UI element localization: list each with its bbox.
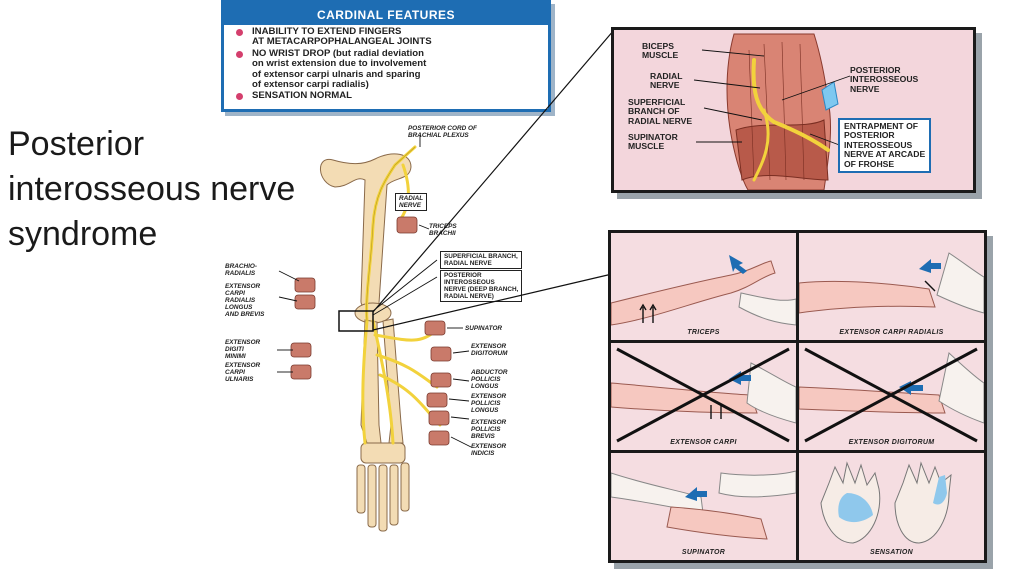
inset-label-entrapment: ENTRAPMENT OF POSTERIOR INTEROSSEOUS NER… bbox=[838, 118, 932, 174]
feature-item: INABILITY TO EXTEND FINGERS AT METACARPO… bbox=[236, 26, 542, 48]
leader-lines bbox=[277, 135, 472, 448]
elbow-inset-drawing bbox=[693, 33, 851, 190]
feature-text: NO WRIST DROP (but radial deviation on w… bbox=[252, 47, 427, 91]
label-epb: EXTENSOR POLLICIS BREVIS bbox=[471, 419, 507, 440]
inset-label-radial: RADIAL NERVE bbox=[650, 71, 683, 91]
test-panel-extensor-digitorum: EXTENSOR DIGITORUM bbox=[799, 343, 984, 450]
test-label: EXTENSOR CARPI RADIALIS bbox=[839, 329, 944, 336]
slide-title: Posterior interosseous nerve syndrome bbox=[8, 122, 338, 257]
arm-anatomy-drawing bbox=[277, 135, 472, 532]
test-panel-extensor-carpi: EXTENSOR CARPI bbox=[611, 343, 796, 450]
humerus-bone bbox=[320, 153, 412, 311]
muscle-blocks bbox=[290, 216, 452, 446]
inset-bone-highlight bbox=[821, 81, 839, 111]
x-cross-icon bbox=[804, 347, 978, 443]
elbow-inset-panel: BICEPS MUSCLE RADIAL NERVE SUPERFICIAL B… bbox=[611, 27, 976, 193]
title-line-3: syndrome bbox=[8, 215, 158, 253]
test-panel-triceps: TRICEPS bbox=[611, 233, 796, 340]
extensor-carpi-test-drawing bbox=[611, 347, 796, 443]
inset-label-supinator: SUPINATOR MUSCLE bbox=[628, 132, 678, 152]
blue-arrow-icon bbox=[919, 259, 941, 273]
feature-item: SENSATION NORMAL bbox=[236, 91, 542, 101]
arm-anatomy-diagram: POSTERIOR CORD OF BRACHIAL PLEXUS RADIAL… bbox=[215, 125, 585, 576]
inset-leader-lines bbox=[693, 49, 851, 147]
title-line-1: Posterior bbox=[8, 125, 145, 163]
blue-arrow-icon bbox=[729, 255, 747, 274]
label-brachioradialis: BRACHIO- RADIALIS bbox=[225, 263, 257, 277]
bullet-dot-icon bbox=[236, 50, 243, 58]
test-panel-supinator: SUPINATOR bbox=[611, 453, 796, 560]
test-label: SENSATION bbox=[869, 549, 914, 556]
cardinal-features-box: CARDINAL FEATURES INABILITY TO EXTEND FI… bbox=[221, 0, 551, 112]
label-radial-nerve: RADIAL NERVE bbox=[395, 193, 428, 211]
nerve-outline bbox=[366, 146, 416, 322]
up-arrow-icons bbox=[710, 405, 722, 419]
test-panel-sensation: SENSATION bbox=[799, 453, 984, 560]
blue-arrow-icon bbox=[729, 371, 751, 385]
test-panel-ecr: EXTENSOR CARPI RADIALIS bbox=[799, 233, 984, 340]
inset-label-superficial: SUPERFICIAL BRANCH OF RADIAL NERVE bbox=[628, 97, 693, 126]
inset-label-pin: POSTERIOR INTEROSSEOUS NERVE bbox=[850, 65, 919, 94]
up-arrow-icons bbox=[639, 303, 657, 323]
label-ed: EXTENSOR DIGITORUM bbox=[471, 343, 508, 357]
x-cross-icon bbox=[616, 347, 790, 443]
test-label: EXTENSOR DIGITORUM bbox=[848, 439, 935, 446]
right-hand-sensory-zone bbox=[933, 475, 947, 505]
label-edm: EXTENSOR DIGITI MINIMI bbox=[225, 339, 261, 360]
right-hand-shape bbox=[894, 461, 952, 544]
feature-text: SENSATION NORMAL bbox=[252, 90, 353, 102]
blue-arrow-icon bbox=[899, 381, 923, 395]
label-triceps: TRICEPS BRACHII bbox=[429, 223, 457, 237]
label-ei: EXTENSOR INDICIS bbox=[471, 443, 507, 457]
bullet-dot-icon bbox=[236, 93, 243, 101]
label-ecu: EXTENSOR CARPI ULNARIS bbox=[225, 362, 261, 383]
supinator-test-drawing bbox=[611, 470, 796, 540]
title-line-2: interosseous nerve bbox=[8, 170, 296, 208]
blue-arrow-icon bbox=[685, 487, 707, 501]
cardinal-features-list: INABILITY TO EXTEND FINGERS AT METACARPO… bbox=[224, 25, 548, 102]
feature-text: INABILITY TO EXTEND FINGERS AT METACARPO… bbox=[252, 26, 432, 48]
entrapment-site-box bbox=[338, 310, 374, 332]
test-label: SUPINATOR bbox=[681, 549, 726, 556]
label-ecr: EXTENSOR CARPI RADIALIS LONGUS AND BREVI… bbox=[225, 283, 265, 318]
label-superficial-branch: SUPERFICIAL BRANCH, RADIAL NERVE bbox=[440, 251, 522, 269]
triceps-test-drawing bbox=[611, 255, 796, 326]
label-epl: EXTENSOR POLLICIS LONGUS bbox=[471, 393, 507, 414]
ecr-test-drawing bbox=[799, 252, 984, 314]
label-posterior-cord: POSTERIOR CORD OF BRACHIAL PLEXUS bbox=[408, 125, 477, 139]
label-pin: POSTERIOR INTEROSSEOUS NERVE (Deep Branc… bbox=[440, 270, 523, 302]
test-label: EXTENSOR CARPI bbox=[670, 439, 737, 446]
sensation-test-drawing bbox=[820, 461, 952, 544]
inset-radial-nerve bbox=[751, 58, 830, 152]
supinator-muscle-shape bbox=[735, 119, 829, 181]
left-hand-sensory-zone bbox=[838, 493, 873, 523]
extensor-digitorum-test-drawing bbox=[799, 347, 984, 443]
hand-bones bbox=[356, 442, 410, 532]
inset-superficial-branch bbox=[752, 108, 770, 182]
test-label: TRICEPS bbox=[687, 329, 720, 336]
cardinal-features-heading: CARDINAL FEATURES bbox=[224, 3, 548, 25]
label-apl: ABDUCTOR POLLICIS LONGUS bbox=[471, 369, 508, 390]
muscle-test-grid: TRICEPS EXTENSOR CARPI RADIALIS EXTENSOR… bbox=[608, 230, 987, 563]
bullet-dot-icon bbox=[236, 29, 243, 36]
label-supinator: SUPINATOR bbox=[465, 325, 503, 332]
inset-label-biceps: BICEPS MUSCLE bbox=[642, 41, 679, 61]
feature-item: NO WRIST DROP (but radial deviation on w… bbox=[236, 47, 542, 91]
